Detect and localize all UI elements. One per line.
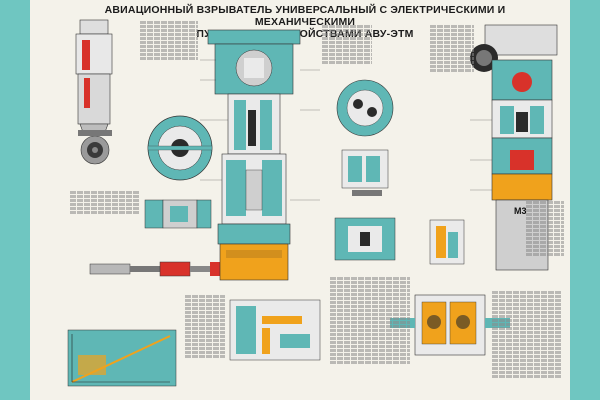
section-g-g <box>341 149 389 196</box>
initiator-assembly <box>390 294 510 356</box>
fuze-right-section <box>470 24 558 271</box>
description-block-right <box>492 290 562 379</box>
section-e-e <box>429 219 465 265</box>
parts-list-block-1 <box>322 24 372 65</box>
description-block-mid <box>330 276 410 365</box>
description-block-left <box>70 190 140 215</box>
technical-diagrams <box>67 19 558 387</box>
parts-list-block-2 <box>430 24 474 73</box>
timing-graph <box>67 329 177 387</box>
section-v-v-disc <box>336 79 394 137</box>
arming-mechanism-detail <box>229 299 321 361</box>
fuze-longitudinal-section <box>207 29 301 281</box>
parts-list-block-3 <box>526 200 564 257</box>
fuze-connector-end-view <box>78 130 112 165</box>
section-d-d <box>334 217 396 261</box>
legend-text-block-1 <box>140 20 198 61</box>
marking-label: М3 <box>514 206 527 216</box>
fuze-external-view <box>75 19 113 136</box>
section-a-a-disc <box>147 115 213 181</box>
leader-lines <box>200 59 492 201</box>
section-b-b <box>144 199 212 229</box>
description-block-center <box>185 294 225 359</box>
poster-sheet: АВИАЦИОННЫЙ ВЗРЫВАТЕЛЬ УНИВЕРСАЛЬНЫЙ С Э… <box>30 0 570 400</box>
cable-connector-view <box>89 261 220 277</box>
